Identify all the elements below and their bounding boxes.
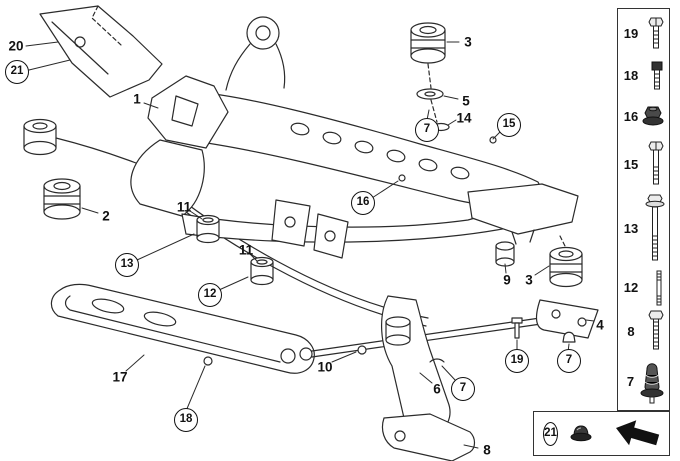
- threaded-bolt-icon: [647, 310, 665, 352]
- callout-9[interactable]: 9: [503, 272, 511, 288]
- top-mount: [225, 16, 286, 91]
- bushing-item-2: [43, 178, 81, 220]
- reinforcement-plate: [50, 283, 315, 374]
- callout-1[interactable]: 1: [133, 91, 141, 107]
- legend-row-15[interactable]: 15: [618, 138, 669, 190]
- callout-5[interactable]: 5: [462, 93, 470, 109]
- trailing-arm: [381, 295, 451, 436]
- legend-label-18: 18: [623, 68, 639, 84]
- legend-label-7: 7: [626, 374, 635, 390]
- callout-16[interactable]: 16: [351, 191, 375, 215]
- callout-11-b[interactable]: 11: [238, 242, 254, 258]
- legend-row-18[interactable]: 18: [618, 57, 669, 95]
- bottom-bracket: [381, 413, 476, 461]
- legend-label-8: 8: [627, 323, 635, 339]
- callout-21-a[interactable]: 21: [5, 60, 29, 84]
- left-tower: [147, 75, 229, 149]
- legend-label-15: 15: [623, 156, 639, 172]
- control-arm-bushings: [196, 199, 349, 286]
- legend-label-13: 13: [623, 221, 639, 237]
- bushing-item-3-top: [410, 22, 450, 132]
- callout-15[interactable]: 15: [497, 113, 521, 137]
- legend-row-8[interactable]: 8: [618, 308, 669, 356]
- continuation-arrow-icon[interactable]: [614, 418, 660, 450]
- legend-label-16: 16: [623, 108, 639, 124]
- legend-row-13[interactable]: 13: [618, 190, 669, 268]
- hex-bolt-medium-icon: [647, 141, 665, 187]
- legend-row-12[interactable]: 12: [618, 268, 669, 308]
- callout-12[interactable]: 12: [198, 283, 222, 307]
- rubber-mount-icon: [639, 359, 665, 405]
- small-fasteners: [398, 136, 497, 182]
- flange-nut-icon: [641, 104, 665, 128]
- bushing-item-3-rear: [549, 235, 583, 288]
- callout-11-a[interactable]: 11: [176, 199, 192, 215]
- callout-3-a[interactable]: 3: [464, 34, 472, 50]
- fastener-legend: 19 18 16: [617, 8, 670, 411]
- heat-shield: [39, 5, 163, 98]
- callout-14[interactable]: 14: [456, 110, 472, 126]
- hex-bolt-washer-long-icon: [645, 194, 665, 264]
- subframe-main-beam: [181, 91, 546, 206]
- callout-18[interactable]: 18: [174, 408, 198, 432]
- cap-nut-icon: [568, 423, 594, 445]
- legend-label-19: 19: [623, 26, 639, 42]
- callout-7-b[interactable]: 7: [557, 349, 581, 373]
- socket-head-screw-icon: [649, 61, 665, 91]
- legend-row-7[interactable]: 7: [618, 355, 669, 408]
- callout-3-b[interactable]: 3: [525, 272, 533, 288]
- callout-20[interactable]: 20: [8, 38, 24, 54]
- callout-19[interactable]: 19: [505, 349, 529, 373]
- callout-7-c[interactable]: 7: [451, 377, 475, 401]
- bushing-left-upper: [23, 118, 137, 164]
- callout-7-a[interactable]: 7: [415, 118, 439, 142]
- right-bracket-cluster: [467, 183, 579, 267]
- callout-17[interactable]: 17: [112, 369, 128, 385]
- callout-8[interactable]: 8: [483, 442, 491, 458]
- legend-label-12: 12: [623, 280, 639, 296]
- legend-row-19[interactable]: 19: [618, 11, 669, 57]
- legend-row-16[interactable]: 16: [618, 95, 669, 139]
- stud-bolt-icon: [653, 270, 665, 306]
- callout-10[interactable]: 10: [317, 359, 333, 375]
- callout-21-b[interactable]: 21: [543, 421, 558, 446]
- callout-6[interactable]: 6: [433, 381, 441, 397]
- bracket-item-4: [511, 299, 599, 343]
- callout-4[interactable]: 4: [596, 317, 604, 333]
- callout-13[interactable]: 13: [115, 253, 139, 277]
- hex-bolt-icon: [647, 17, 665, 51]
- callout-2[interactable]: 2: [102, 208, 110, 224]
- footer-parts-box: 21: [533, 411, 670, 456]
